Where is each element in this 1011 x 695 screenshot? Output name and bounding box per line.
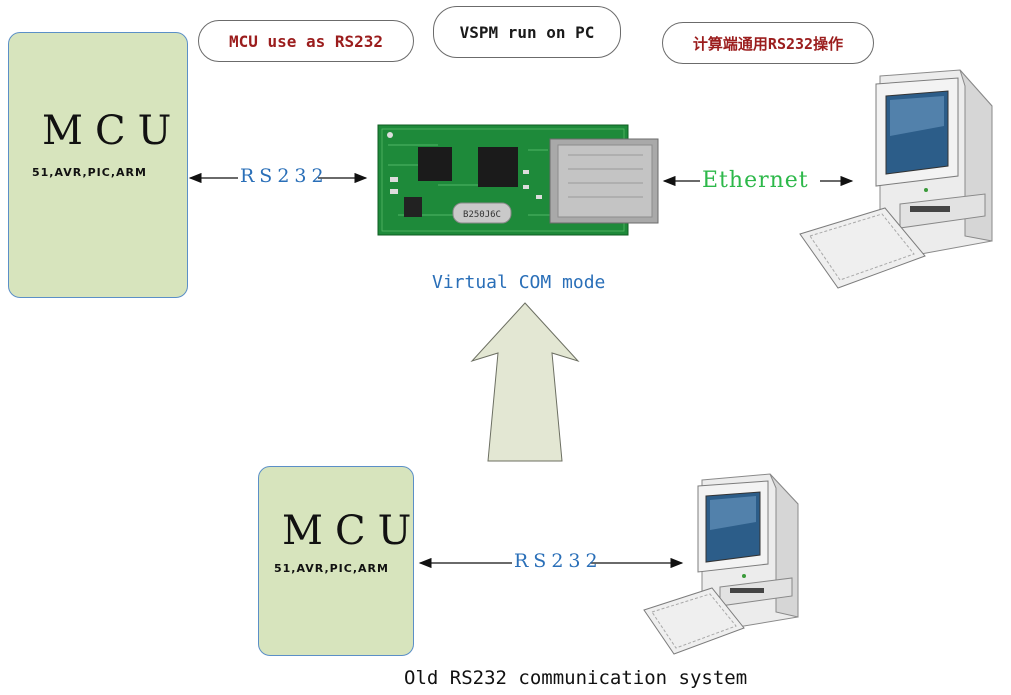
serial-ethernet-module: B250J6C — [377, 124, 659, 236]
upper-mcu-subtitle: 51,AVR,PIC,ARM — [32, 166, 147, 179]
upper-mcu-title: MCU — [42, 108, 184, 154]
pc-rs232-operation-label: 计算端通用RS232操作 — [662, 22, 874, 64]
old-system-caption: Old RS232 communication system — [404, 667, 748, 689]
upper-rs232-label: RS232 — [240, 165, 329, 187]
lower-mcu-title: MCU — [282, 508, 424, 554]
upgrade-up-arrow — [470, 302, 580, 462]
upper-computer-icon — [799, 69, 993, 289]
vspm-on-pc-label: VSPM run on PC — [433, 6, 621, 58]
mcu-as-rs232-label: MCU use as RS232 — [198, 20, 414, 62]
lower-rs232-label: RS232 — [514, 550, 603, 572]
ethernet-label: Ethernet — [702, 168, 809, 193]
crystal-marking: B250J6C — [463, 210, 501, 220]
lower-mcu-box — [258, 466, 414, 656]
lower-mcu-subtitle: 51,AVR,PIC,ARM — [274, 562, 389, 575]
virtual-com-caption: Virtual COM mode — [432, 272, 606, 293]
upper-mcu-box — [8, 32, 188, 298]
lower-computer-icon — [643, 473, 799, 655]
